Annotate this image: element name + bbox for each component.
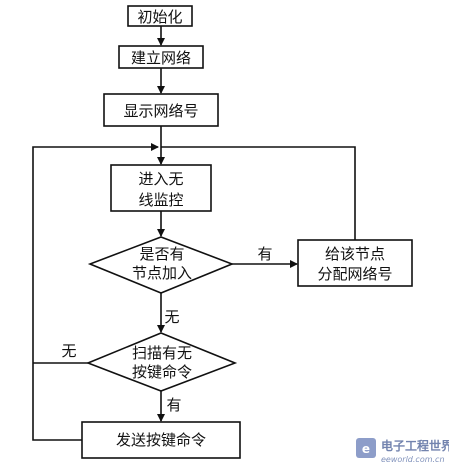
send-key-cmd-box: 发送按键命令 — [81, 421, 241, 459]
has-node-decision: 是否有 节点加入 — [87, 236, 235, 294]
scan-label-1: 扫描有无 — [132, 344, 192, 362]
enter-monitor-label-2: 线监控 — [138, 191, 183, 209]
branch-label-yes-1: 有 — [257, 245, 272, 263]
has-node-label-1: 是否有 — [139, 245, 184, 263]
enter-monitor-box: 进入无 线监控 — [110, 164, 212, 212]
branch-label-no-1: 无 — [164, 308, 179, 326]
show-network-no-label: 显示网络号 — [123, 102, 198, 120]
branch-label-no-2: 无 — [61, 342, 76, 360]
connector-loop-left — [32, 143, 159, 441]
scan-label-2: 按键命令 — [132, 363, 192, 381]
watermark-url: eeworld.com.cn — [381, 455, 445, 464]
assign-network-no-box: 给该节点 分配网络号 — [297, 239, 413, 287]
eeworld-logo-glyph: e — [362, 442, 370, 456]
build-network-label: 建立网络 — [131, 49, 191, 67]
send-key-cmd-label: 发送按键命令 — [116, 431, 206, 449]
assign-label-2: 分配网络号 — [317, 265, 392, 283]
watermark-title: 电子工程世界 — [381, 438, 449, 453]
show-network-no-box: 显示网络号 — [103, 93, 219, 127]
branch-label-yes-2: 有 — [166, 396, 181, 414]
scan-key-decision: 扫描有无 按键命令 — [85, 332, 238, 392]
has-node-label-2: 节点加入 — [132, 264, 192, 282]
connector-assign-loop-back — [161, 146, 356, 240]
init-label: 初始化 — [137, 8, 182, 26]
assign-label-1: 给该节点 — [325, 245, 385, 263]
build-network-box: 建立网络 — [118, 45, 204, 69]
eeworld-watermark: e 电子工程世界 eeworld.com.cn — [356, 438, 449, 464]
enter-monitor-label-1: 进入无 — [138, 170, 183, 188]
init-box: 初始化 — [127, 5, 193, 27]
eeworld-logo-icon — [356, 438, 376, 458]
